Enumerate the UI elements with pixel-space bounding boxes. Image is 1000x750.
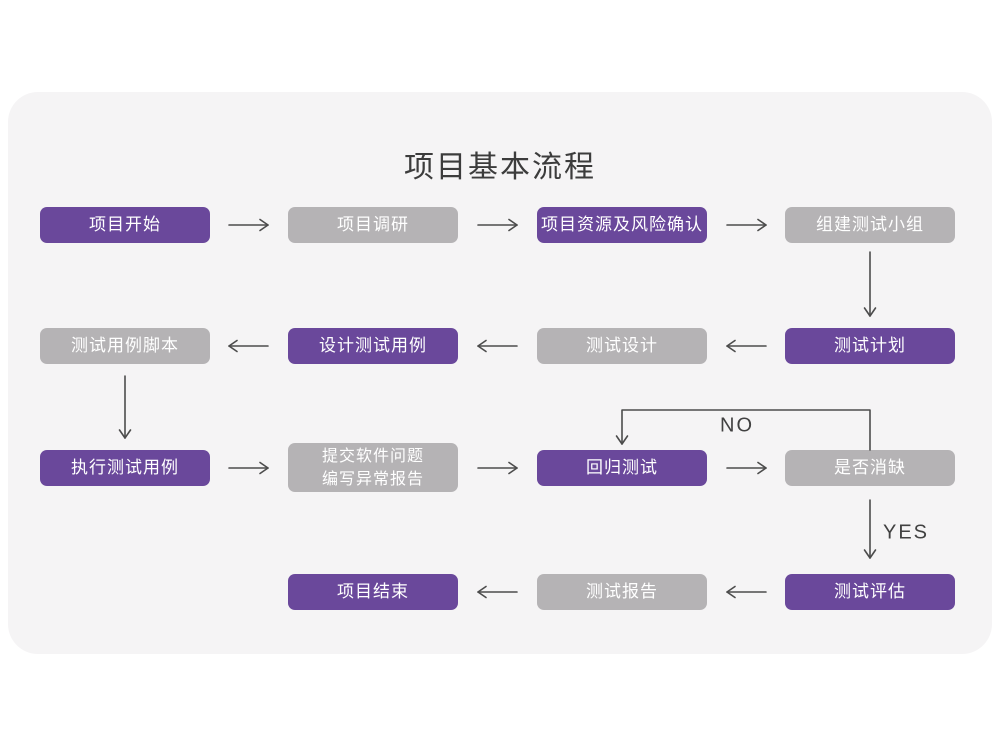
node-label: 测试评估 [834,581,906,601]
flow-node-project-end: 项目结束 [288,574,458,610]
node-label: 设计测试用例 [319,335,427,355]
flowchart-card: 项目基本流程 [8,92,992,654]
node-label: 编写异常报告 [321,470,424,488]
edge-label-no: NO [720,414,754,437]
flow-node-test-evaluation: 测试评估 [785,574,955,610]
edge-label-yes: YES [883,521,930,544]
node-label: 项目结束 [337,581,409,601]
flow-node-submit-issue-report: 提交软件问题编写异常报告 [288,443,458,492]
page-title: 项目基本流程 [404,151,596,184]
node-label: 是否消缺 [834,457,906,477]
flow-node-defect-cleared: 是否消缺 [785,450,955,486]
node-label: 回归测试 [586,457,658,477]
node-label: 测试设计 [586,335,658,355]
node-label: 提交软件问题 [321,447,424,465]
node-label: 测试用例脚本 [71,335,179,355]
node-label: 执行测试用例 [71,457,179,477]
flow-node-test-report: 测试报告 [537,574,707,610]
node-label: 项目资源及风险确认 [541,214,703,234]
node-label: 组建测试小组 [816,214,924,234]
flow-node-regression-test: 回归测试 [537,450,707,486]
flow-node-execute-test-cases: 执行测试用例 [40,450,210,486]
flow-node-test-case-script: 测试用例脚本 [40,328,210,364]
node-label: 项目调研 [337,214,409,234]
node-label: 项目开始 [89,214,161,234]
flow-node-build-test-team: 组建测试小组 [785,207,955,243]
node-label: 测试报告 [586,581,658,601]
flow-node-project-start: 项目开始 [40,207,210,243]
flow-node-test-design: 测试设计 [537,328,707,364]
flow-node-project-research: 项目调研 [288,207,458,243]
node-label: 测试计划 [834,335,906,355]
flow-node-test-plan: 测试计划 [785,328,955,364]
flow-node-design-test-cases: 设计测试用例 [288,328,458,364]
flow-node-resource-risk: 项目资源及风险确认 [537,207,707,243]
